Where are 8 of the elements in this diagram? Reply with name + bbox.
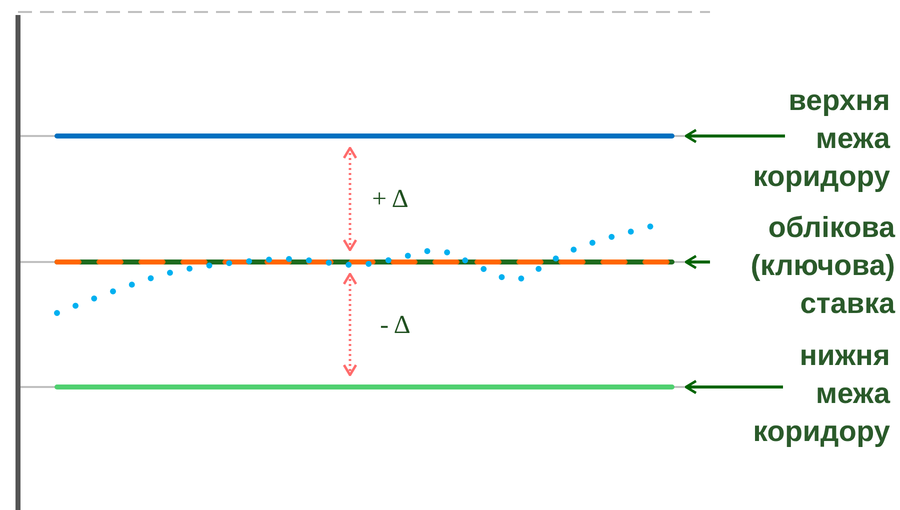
- corridor-label: нижня межа коридору: [735, 337, 890, 451]
- corridor-label: верхня межа коридору: [735, 82, 890, 196]
- arrow: [684, 128, 785, 144]
- arrow: [342, 272, 358, 376]
- arrow: [684, 254, 710, 270]
- arrow: [684, 380, 783, 394]
- arrow: [342, 146, 358, 252]
- corridor-label: облікова (ключова) ставка: [695, 209, 895, 323]
